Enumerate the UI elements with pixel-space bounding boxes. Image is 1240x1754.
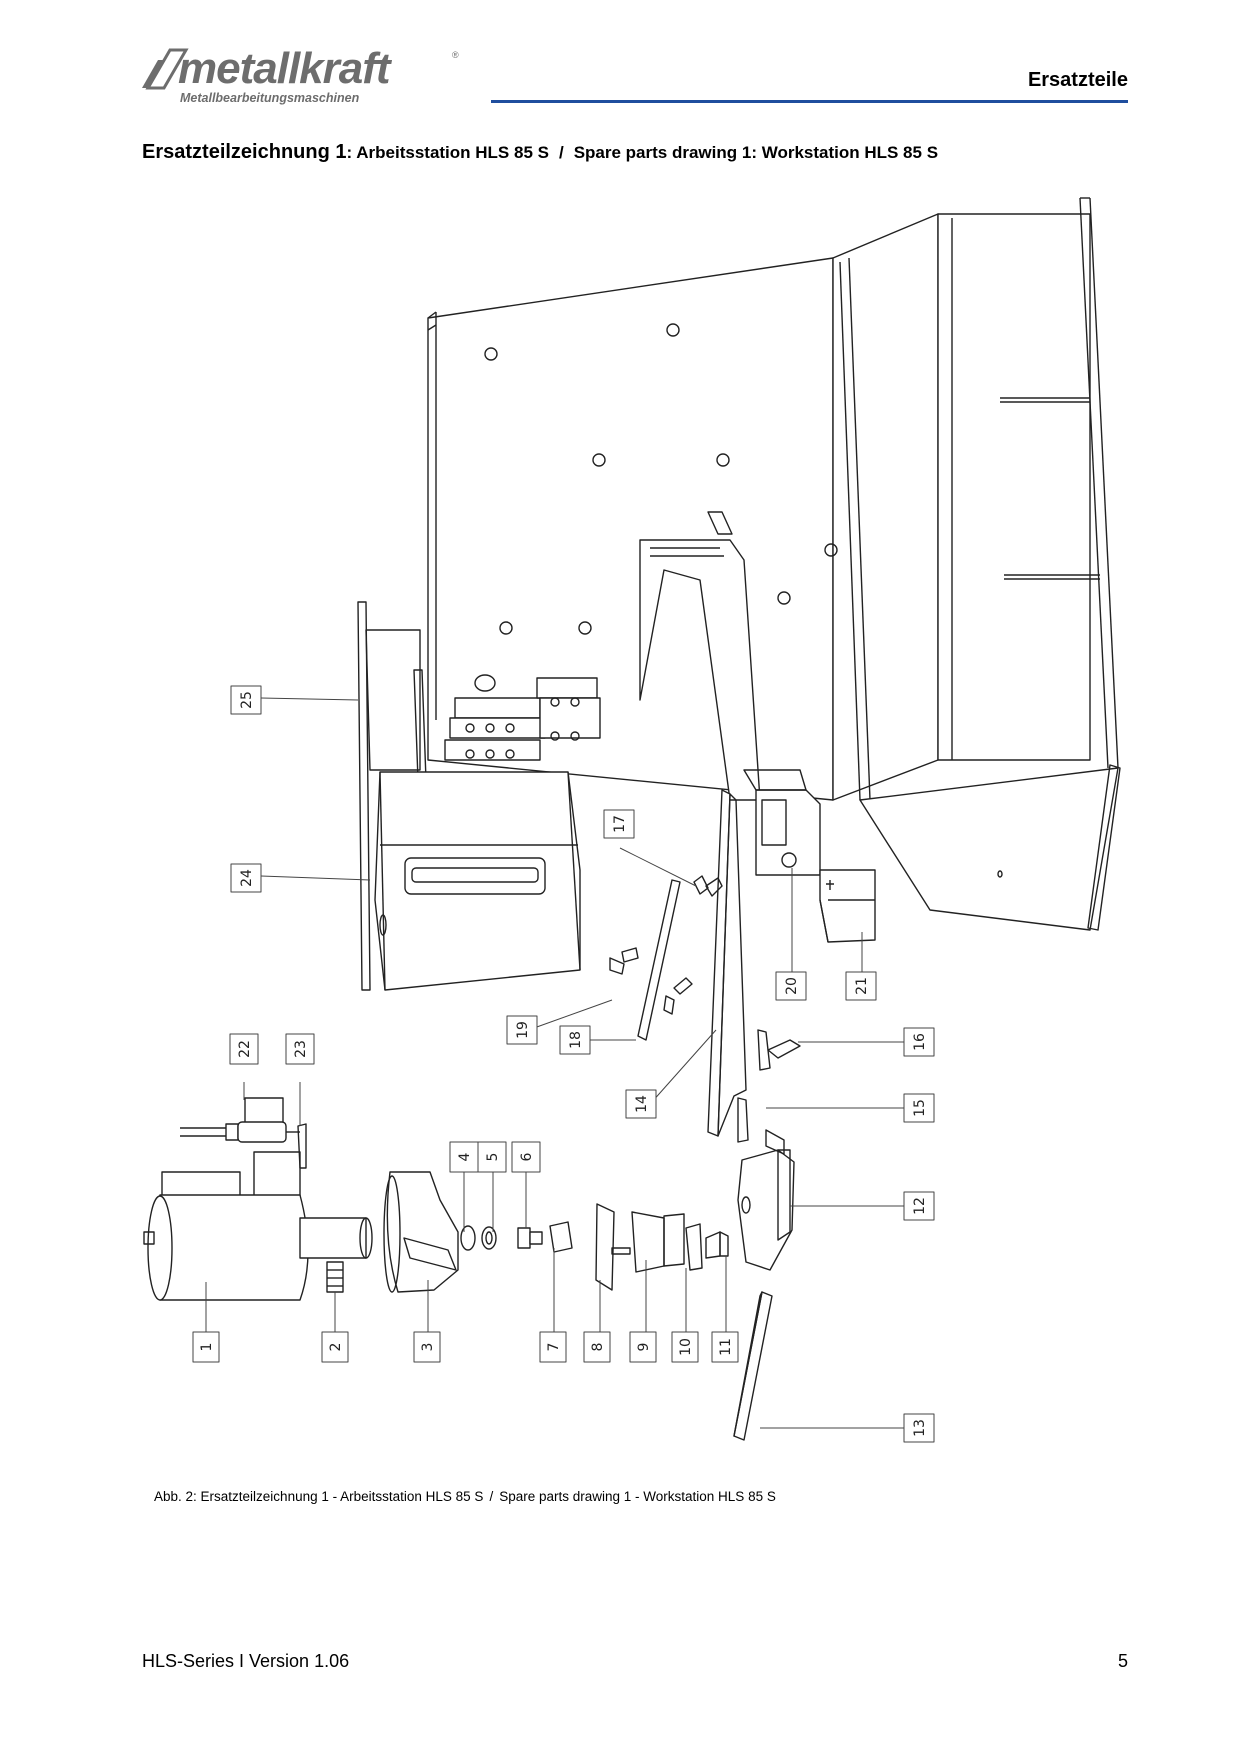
part-label-box — [629, 1331, 657, 1363]
part-label-box — [230, 863, 262, 893]
part-label-box — [285, 1033, 315, 1065]
part-label-box — [903, 1093, 935, 1123]
part-14-table — [637, 789, 747, 1137]
part-13-plate — [733, 1291, 773, 1441]
heading-title-de: Ersatzteilzeichnung 1 — [142, 141, 347, 163]
part-number-13: 13 — [912, 1419, 928, 1437]
part-21-block — [819, 869, 876, 943]
part-label-box — [583, 1331, 611, 1363]
page-number: 5 — [1117, 1651, 1128, 1671]
part-label-box — [511, 1141, 541, 1173]
part-number-15: 15 — [912, 1099, 928, 1117]
header-rule — [491, 100, 1128, 103]
part-12-carriage — [737, 1149, 795, 1271]
part-number-22: 22 — [237, 1040, 253, 1058]
caption-separator: / — [489, 1489, 494, 1504]
part-label-box — [903, 1027, 935, 1057]
parts-4-11-drive — [460, 1203, 729, 1291]
part-label-box — [903, 1413, 935, 1443]
part-number-6: 6 — [519, 1152, 535, 1161]
part-label-box — [192, 1331, 220, 1363]
part-label-box — [775, 971, 807, 1001]
brand-logo: metallkraft ® Metallbearbeitungsmaschine… — [140, 44, 480, 108]
part-number-20: 20 — [784, 977, 800, 995]
section-title: Ersatzteile — [1027, 69, 1128, 91]
part-label-box — [539, 1331, 567, 1363]
brand-tagline: Metallbearbeitungsmaschinen — [180, 91, 360, 105]
part-number-2: 2 — [328, 1343, 344, 1352]
part-number-12: 12 — [912, 1197, 928, 1215]
footer-version: HLS-Series I Version 1.06 — [142, 1651, 350, 1671]
part-number-14: 14 — [634, 1095, 650, 1113]
part-number-21: 21 — [854, 977, 870, 995]
part-label-box — [845, 971, 877, 1001]
part-number-16: 16 — [912, 1033, 928, 1051]
caption-de: Abb. 2: Ersatzteilzeichnung 1 - Arbeitss… — [154, 1489, 484, 1504]
heading-subtitle-de: : Arbeitsstation HLS 85 S — [346, 143, 549, 162]
heading-title-en: Spare parts drawing 1: Workstation HLS 8… — [573, 143, 939, 162]
part-number-18: 18 — [568, 1031, 584, 1049]
part-label-box — [711, 1331, 739, 1363]
part-24-housing — [374, 771, 581, 991]
brand-wordmark: metallkraft — [178, 44, 391, 93]
part-label-box — [903, 1191, 935, 1221]
part-number-25: 25 — [239, 691, 255, 709]
part-number-5: 5 — [485, 1153, 501, 1162]
figure-caption: Abb. 2: Ersatzteilzeichnung 1 - Arbeitss… — [154, 1488, 776, 1506]
part-label-box — [671, 1331, 699, 1363]
part-3-flange — [383, 1171, 459, 1293]
part-number-1: 1 — [199, 1343, 215, 1352]
part-label-box — [413, 1331, 441, 1363]
part-number-8: 8 — [590, 1343, 606, 1352]
part-label-box — [230, 685, 262, 715]
brand-registered-mark: ® — [452, 50, 459, 60]
part-label-box — [625, 1089, 657, 1119]
part-25-plate — [357, 601, 427, 991]
heading-separator: / — [558, 143, 564, 162]
part-number-24: 24 — [239, 869, 255, 887]
part-15-16-knobs — [737, 1029, 801, 1155]
logo-mark-icon — [142, 48, 189, 90]
part-number-9: 9 — [636, 1343, 652, 1352]
part-number-19: 19 — [515, 1021, 531, 1039]
part-number-23: 23 — [293, 1040, 309, 1058]
part-label-boxes — [192, 685, 935, 1443]
part-1-motor — [143, 1151, 373, 1301]
page-heading: Ersatzteilzeichnung 1: Arbeitsstation HL… — [142, 140, 938, 165]
part-17-19-clamps — [609, 875, 723, 1015]
part-number-7: 7 — [546, 1343, 562, 1352]
part-number-4: 4 — [457, 1152, 473, 1161]
part-number-11: 11 — [718, 1338, 734, 1356]
part-label-box — [559, 1025, 591, 1055]
part-22-23-shaft — [180, 1097, 307, 1169]
part-20-block — [743, 769, 821, 876]
part-number-17: 17 — [612, 815, 628, 833]
part-numbers: 25 24 17 19 18 14 20 21 16 15 12 13 22 2… — [199, 691, 928, 1437]
part-label-box — [603, 809, 635, 839]
caption-en: Spare parts drawing 1 - Workstation HLS … — [499, 1489, 776, 1504]
part-2-key — [326, 1261, 344, 1293]
main-frame — [427, 197, 1121, 931]
part-label-box — [229, 1033, 259, 1065]
part-number-10: 10 — [678, 1338, 694, 1356]
part-label-box — [321, 1331, 349, 1363]
part-number-3: 3 — [420, 1343, 436, 1352]
part-label-box — [477, 1141, 507, 1173]
part-label-box — [506, 1015, 538, 1045]
